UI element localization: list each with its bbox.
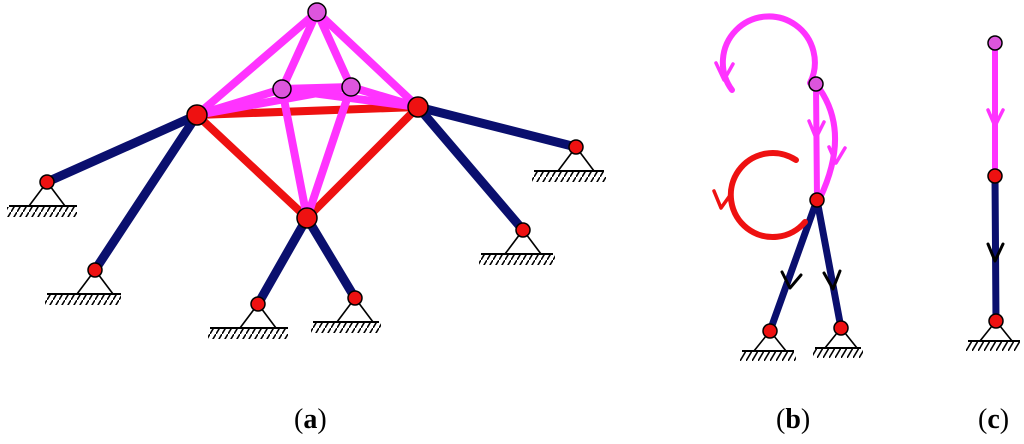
link-magenta	[303, 83, 355, 222]
arrowheads-magenta-b	[807, 119, 847, 165]
caption-paren: )	[800, 404, 811, 435]
joint-red	[987, 168, 1003, 184]
caption-paren: (	[978, 404, 988, 435]
joint-ground	[762, 323, 778, 339]
arrow-down-icon	[822, 269, 842, 291]
caption-b: (b)	[776, 404, 810, 436]
magenta-links-b	[813, 81, 838, 203]
link-navy	[813, 196, 845, 332]
panel-b	[712, 13, 863, 361]
arrow-down-icon	[986, 108, 1005, 128]
caption-paren: (	[776, 404, 786, 435]
panel-a	[7, 2, 606, 339]
ground-support	[740, 329, 796, 361]
joint-magenta	[987, 35, 1003, 51]
joints-b	[762, 76, 849, 339]
joint-ground	[568, 139, 584, 155]
joint-magenta	[272, 79, 292, 99]
joint-ground	[988, 313, 1004, 329]
magenta-links-a	[193, 8, 422, 222]
link-magenta	[193, 83, 355, 119]
caption-paren: )	[999, 404, 1010, 435]
link-navy	[413, 102, 581, 152]
navy-links-b	[766, 196, 845, 335]
arrow-down-icon	[712, 189, 733, 210]
ground-support	[208, 302, 288, 339]
arc-red	[727, 150, 808, 241]
link-red	[193, 103, 422, 119]
link-magenta	[193, 8, 321, 119]
link-navy	[766, 196, 821, 335]
link-magenta	[813, 81, 820, 203]
link-magenta	[347, 83, 422, 111]
link-navy	[302, 213, 360, 303]
navy-links-a	[42, 102, 581, 309]
ground-supports-b	[740, 326, 863, 361]
joint-magenta	[307, 2, 327, 22]
ground-support	[45, 268, 121, 305]
caption-letter: c	[987, 404, 1000, 435]
panel-c	[966, 35, 1020, 351]
caption-a: (a)	[294, 404, 327, 436]
caption-letter: a	[303, 404, 318, 435]
link-magenta	[313, 8, 355, 91]
arrow-down-icon	[807, 119, 826, 140]
joint-ground	[39, 174, 55, 190]
arc-magenta	[719, 13, 818, 93]
link-red	[193, 111, 311, 222]
caption-paren: (	[294, 404, 304, 435]
joint-ground	[515, 222, 531, 238]
joint-ground	[833, 320, 849, 336]
link-navy	[253, 213, 312, 309]
caption-paren: )	[317, 404, 327, 435]
joint-ground	[250, 296, 266, 312]
link-magenta	[278, 8, 321, 93]
link-navy	[413, 102, 528, 235]
caption-letter: b	[785, 404, 801, 435]
red-links-a	[193, 103, 422, 222]
link-navy	[42, 110, 202, 187]
caption-c: (c)	[978, 404, 1009, 436]
ground-support	[7, 180, 77, 217]
arrow-down-icon	[827, 145, 847, 165]
link-magenta-curve	[813, 81, 838, 201]
joint-red	[296, 207, 318, 229]
joint-magenta	[808, 76, 824, 92]
joint-red	[407, 96, 429, 118]
joint-magenta	[341, 77, 361, 97]
joint-red	[809, 192, 825, 208]
ground-support	[966, 319, 1020, 351]
ground-support	[813, 326, 863, 358]
joints-a	[39, 2, 584, 312]
arrow-down-icon	[780, 270, 803, 290]
link-navy	[991, 172, 1000, 325]
joint-ground	[87, 262, 103, 278]
ground-support	[311, 296, 381, 333]
link-magenta	[278, 85, 311, 222]
joint-ground	[347, 290, 363, 306]
arrowheads-navy-b	[780, 269, 842, 291]
joint-red	[186, 104, 208, 126]
link-red	[303, 103, 422, 222]
ground-support	[479, 228, 555, 265]
ground-supports-a	[7, 145, 606, 339]
link-magenta	[313, 8, 422, 111]
arrow-down-icon	[714, 61, 735, 82]
link-navy	[90, 110, 202, 275]
ground-support	[532, 145, 606, 182]
arrow-down-icon	[986, 242, 1005, 263]
